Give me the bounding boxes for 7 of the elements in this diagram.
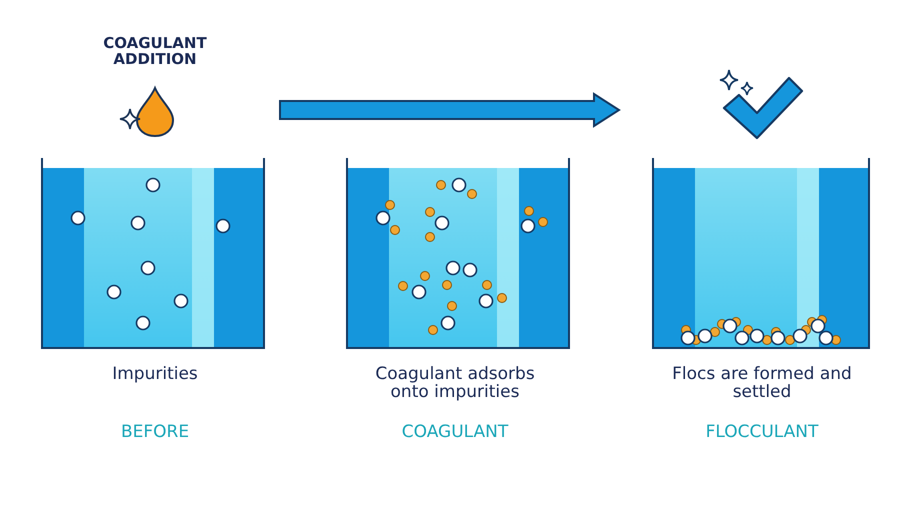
step-caption: Flocs are formed and settled (672, 366, 852, 402)
stage-label: COAGULANT (400, 424, 510, 442)
stage-label: FLOCCULANT (704, 424, 820, 442)
step-label: COAGULANT ADDITION (102, 36, 208, 68)
step-caption: Coagulant adsorbs onto impurities (374, 366, 536, 402)
step-caption: Impurities (111, 366, 199, 384)
stage-label: BEFORE (120, 424, 190, 442)
